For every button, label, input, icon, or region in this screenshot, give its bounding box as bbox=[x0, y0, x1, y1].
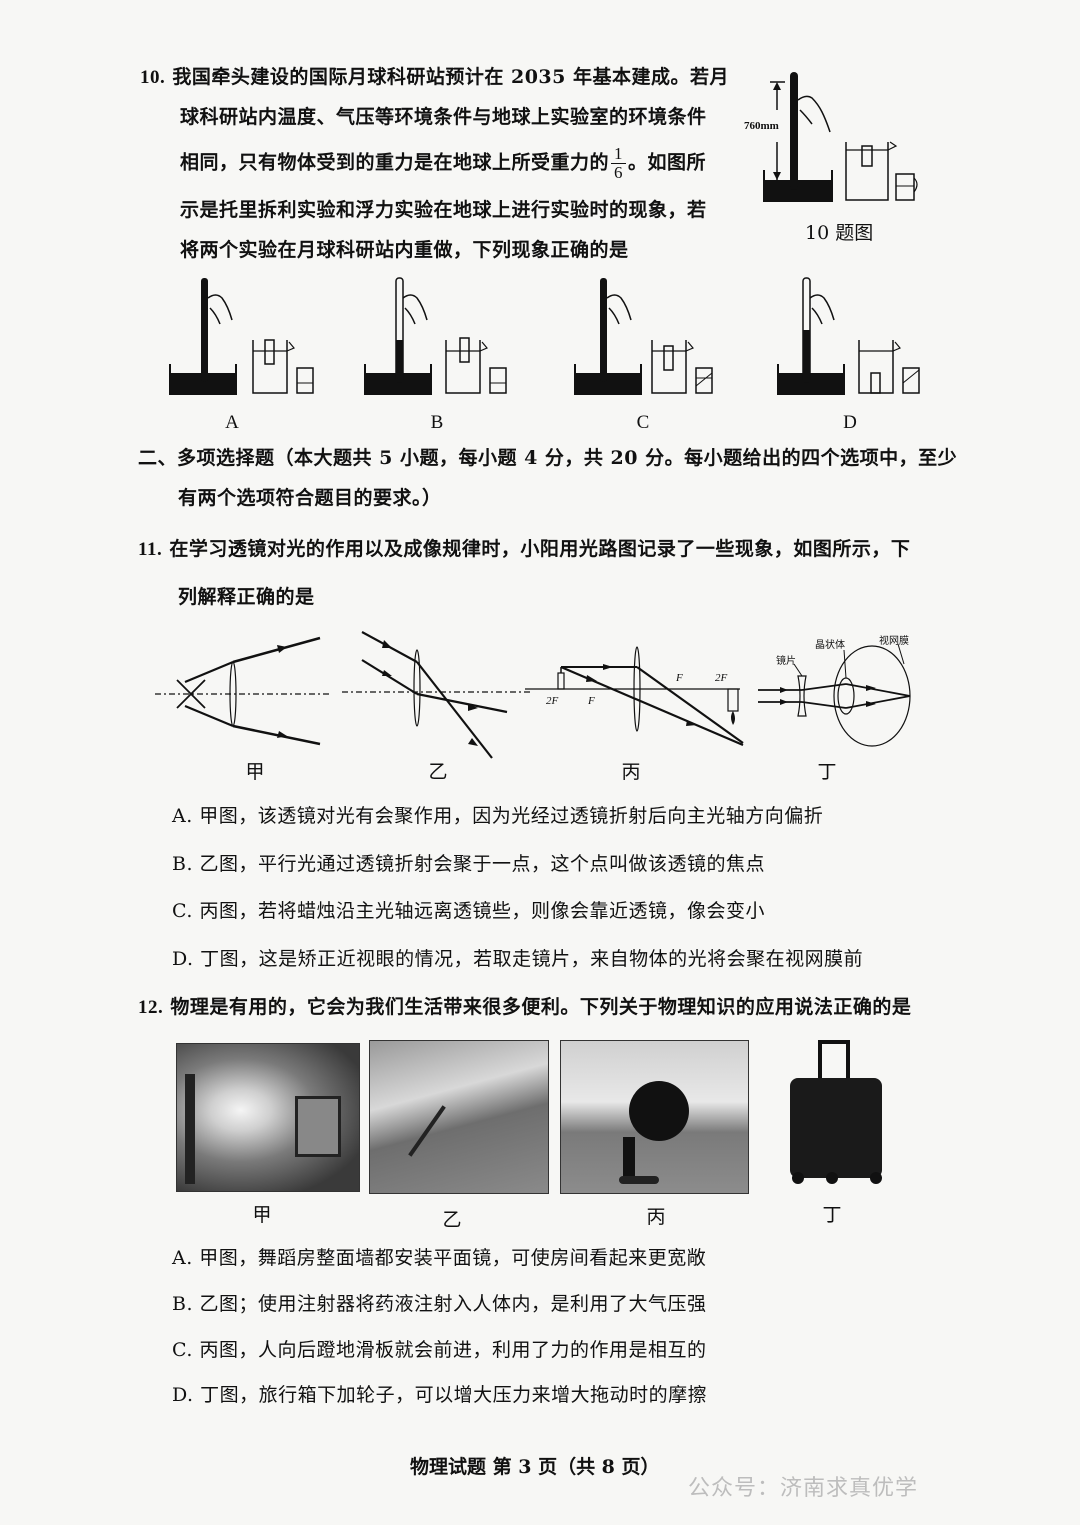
caption-ding: 丁 bbox=[822, 1204, 842, 1226]
label-f-right: F bbox=[676, 672, 683, 684]
label-crystalline-lens: 晶状体 bbox=[815, 640, 845, 651]
question-text-line: 将两个实验在月球科研站内重做，下列现象正确的是 bbox=[180, 239, 629, 261]
option-label-a: A bbox=[225, 412, 239, 433]
diagram-jia-diverging-lens bbox=[155, 636, 330, 746]
label-lens: 镜片 bbox=[776, 656, 796, 667]
option-a: A. 甲图，该透镜对光有会聚作用，因为光经过透镜折射后向主光轴方向偏折 bbox=[172, 805, 824, 827]
option-c: C. 丙图，若将蜡烛沿主光轴远离透镜些，则像会靠近透镜，像会变小 bbox=[172, 900, 765, 922]
section-heading-line: 二、多项选择题（本大题共 5 小题，每小题 4 分，共 20 分。每小题给出的四… bbox=[138, 447, 958, 469]
caption-bing: 丙 bbox=[621, 761, 641, 783]
option-c: C. 丙图，人向后蹬地滑板就会前进，利用了力的作用是相互的 bbox=[172, 1339, 707, 1361]
photo-jia-dance-room-mirror bbox=[176, 1043, 360, 1192]
caption-yi: 乙 bbox=[428, 761, 448, 783]
label-f-left: F bbox=[588, 695, 595, 707]
option-label-c: C bbox=[636, 412, 650, 433]
question-text-line: 物理是有用的，它会为我们生活带来很多便利。下列关于物理知识的应用说法正确的是 bbox=[170, 996, 912, 1018]
option-label-b: B bbox=[430, 412, 444, 433]
section-heading-line: 有两个选项符合题目的要求。） bbox=[178, 487, 442, 509]
caption-yi: 乙 bbox=[442, 1209, 462, 1231]
question-number: 11. bbox=[138, 539, 163, 560]
question-text-line: 示是托里拆利实验和浮力实验在地球上进行实验时的现象，若 bbox=[180, 199, 707, 221]
page-footer: 物理试题 第 3 页（共 8 页） bbox=[410, 1456, 660, 1478]
label-2f-left: 2F bbox=[546, 695, 559, 707]
option-c-diagram bbox=[574, 278, 713, 395]
measure-label: 760mm bbox=[744, 120, 779, 132]
question-text-line: 。如图所 bbox=[628, 151, 707, 174]
caption-jia: 甲 bbox=[245, 761, 265, 783]
label-2f-right: 2F bbox=[715, 672, 728, 684]
option-b-diagram bbox=[364, 277, 507, 395]
question-text-line: 我国牵头建设的国际月球科研站预计在 2035 年基本建成。若月 bbox=[172, 66, 729, 88]
watermark: 公众号：济南求真优学 bbox=[688, 1476, 919, 1501]
option-d: D. 丁图，旅行箱下加轮子，可以增大压力来增大拖动时的摩擦 bbox=[172, 1384, 708, 1406]
option-label-d: D bbox=[843, 412, 857, 433]
option-d: D. 丁图，这是矫正近视眼的情况，若取走镜片，来自物体的光将会聚在视网膜前 bbox=[172, 948, 864, 970]
option-b: B. 乙图；使用注射器将药液注射入人体内，是利用了大气压强 bbox=[172, 1293, 707, 1315]
photo-yi-syringe-injection bbox=[369, 1040, 549, 1194]
caption-ding: 丁 bbox=[817, 761, 837, 783]
question-text-line: 相同，只有物体受到的重力是在地球上所受重力的 bbox=[180, 151, 610, 174]
question-text-line: 在学习透镜对光的作用以及成像规律时，小阳用光路图记录了一些现象，如图所示，下 bbox=[169, 538, 911, 560]
option-a-diagram bbox=[169, 278, 314, 395]
option-d-diagram bbox=[777, 277, 920, 395]
caption-jia: 甲 bbox=[252, 1204, 272, 1226]
diagram-bing-lens-imaging bbox=[525, 646, 744, 747]
label-retina: 视网膜 bbox=[879, 636, 909, 647]
diagram-yi-convex-lens bbox=[342, 631, 532, 759]
option-b: B. 乙图，平行光通过透镜折射会聚于一点，这个点叫做该透镜的焦点 bbox=[172, 853, 766, 875]
torricelli-and-buoyancy-diagram bbox=[763, 72, 918, 202]
diagram-ding-eye-correction bbox=[758, 643, 911, 747]
photo-bing-skateboard bbox=[560, 1040, 749, 1194]
caption-bing: 丙 bbox=[646, 1206, 666, 1228]
question-number: 12. bbox=[138, 997, 164, 1018]
option-a: A. 甲图，舞蹈房整面墙都安装平面镜，可使房间看起来更宽敞 bbox=[172, 1247, 707, 1269]
figure-caption: 10 题图 bbox=[805, 222, 874, 244]
question-text-line: 列解释正确的是 bbox=[178, 586, 315, 608]
question-text-line: 球科研站内温度、气压等环境条件与地球上实验室的环境条件 bbox=[180, 106, 707, 128]
question-number: 10. bbox=[140, 67, 166, 88]
